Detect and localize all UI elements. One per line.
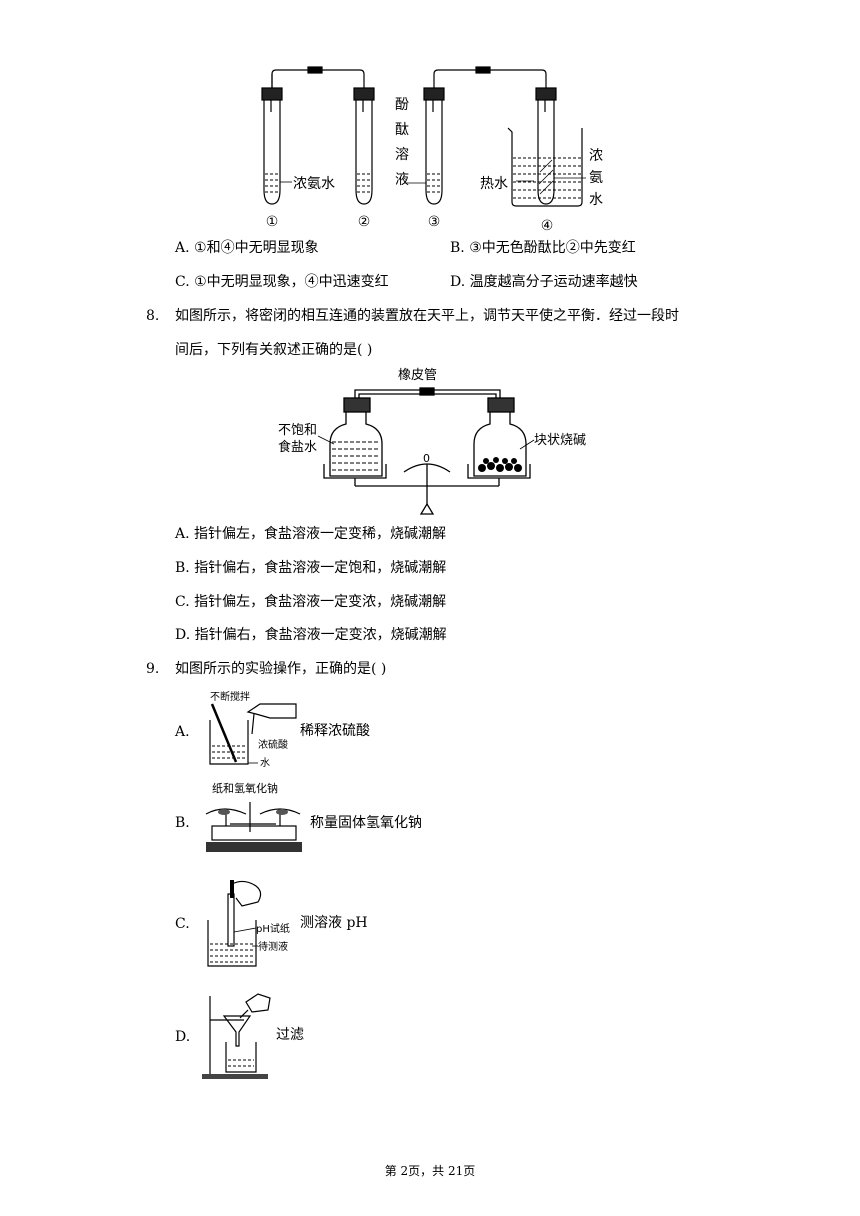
option-text: ①中无明显现象，④中迅速变红 [194,274,389,290]
q8-figure: 橡皮管 0 不饱和 食盐水 块状烧碱 [278,368,586,515]
q8-right-label: 块状烧碱 [534,433,586,448]
q8-left-label-1: 不饱和 [278,423,317,438]
option-letter: C. [175,594,190,610]
option-text: 温度越高分子运动速率越快 [469,274,638,290]
q8-option-c[interactable]: C. 指针偏左，食盐溶液一定变浓，烧碱潮解 [175,592,446,612]
option-text: ①和④中无明显现象 [194,240,319,256]
q9-option-a-text[interactable]: 稀释浓硫酸 [300,723,370,739]
q7-hot-water-label: 热水 [480,176,508,192]
q9-option-c-figure: pH试纸 待测液 [207,880,290,967]
option-letter: B. [175,560,190,576]
q9-option-d-letter[interactable]: D. [175,1029,191,1045]
q9-option-c-text[interactable]: 测溶液 pH [300,915,368,931]
q9-option-b-text[interactable]: 称量固体氢氧化钠 [310,815,422,831]
option-letter: A. [175,526,190,542]
q7-conc-ammonia-vertical-label: 浓 氨 水 [589,148,603,208]
q7-phenol-char-4: 液 [395,172,409,188]
q7-tube-label-1: ① [266,214,279,230]
q9-a-label-stir: 不断搅拌 [210,690,250,703]
q8-option-a[interactable]: A. 指针偏左，食盐溶液一定变稀，烧碱潮解 [175,524,446,544]
q7-phenol-char-2: 酞 [395,122,409,138]
q8-stem-line-1: 如图所示，将密闭的相互连通的装置放在天平上，调节天平使之平衡．经过一段时 [175,308,679,324]
q9-a-label-acid: 浓硫酸 [258,738,288,751]
q7-conc-ammonia-label: 浓氨水 [293,176,335,192]
q7-ammonia-v-char-3: 水 [589,192,603,208]
option-letter: D. [175,627,191,643]
q8-zero-mark: 0 [423,452,430,465]
page-footer: 第 2页，共 21页 [384,1164,476,1178]
q9-option-a-figure: 不断搅拌 浓硫酸 水 [209,690,297,769]
q9-number: 9. [146,661,160,677]
q7-option-b[interactable]: B. ③中无色酚酞比②中先变红 [450,238,636,258]
q9-option-b-letter[interactable]: B. [175,815,190,831]
q7-tube-label-2: ② [358,214,371,230]
q7-phenol-char-3: 溶 [395,147,409,163]
q7-figure: 浓氨水 酚 酞 溶 液 热水 浓 氨 水 ① ② ③ ④ [261,66,603,234]
option-letter: B. [450,240,465,256]
q9-c-label-ph-paper: pH试纸 [256,922,290,935]
q8-option-b[interactable]: B. 指针偏右，食盐溶液一定饱和，烧碱潮解 [175,558,446,578]
q9-option-a-letter[interactable]: A. [175,724,190,740]
q8-number: 8. [146,308,160,324]
q9-option-b-figure: 纸和氢氧化钠 [205,781,302,852]
q7-phenolphthalein-label: 酚 酞 溶 液 [395,97,409,188]
q7-ammonia-v-char-1: 浓 [589,148,603,164]
q8-option-d[interactable]: D. 指针偏右，食盐溶液一定变浓，烧碱潮解 [175,625,447,645]
q9-c-label-test-solution: 待测液 [258,940,288,953]
option-letter: D. [450,274,466,290]
q7-tube-label-3: ③ [428,214,441,230]
q8-stem-line-2: 间后，下列有关叙述正确的是( ) [175,342,373,358]
q9-option-d-text[interactable]: 过滤 [276,1027,304,1043]
option-text: 指针偏左，食盐溶液一定变浓，烧碱潮解 [194,594,447,610]
q7-tube-label-4: ④ [541,218,554,234]
option-text: ③中无色酚酞比②中先变红 [469,240,636,256]
q9-option-d-figure [202,993,271,1079]
option-text: 指针偏右，食盐溶液一定变浓，烧碱潮解 [194,627,447,643]
q9-stem: 如图所示的实验操作，正确的是( ) [175,661,387,677]
q7-option-c[interactable]: C. ①中无明显现象，④中迅速变红 [175,272,389,292]
q9-a-label-water: 水 [260,757,270,769]
q7-ammonia-v-char-2: 氨 [589,170,603,186]
option-letter: C. [175,274,190,290]
q9-option-c-letter[interactable]: C. [175,916,190,932]
q7-phenol-char-1: 酚 [395,97,409,113]
option-text: 指针偏右，食盐溶液一定饱和，烧碱潮解 [194,560,447,576]
q7-option-d[interactable]: D. 温度越高分子运动速率越快 [450,272,638,292]
option-letter: A. [175,240,190,256]
q9-b-label-paper: 纸和氢氧化钠 [212,781,278,795]
q7-option-a[interactable]: A. ①和④中无明显现象 [175,238,319,258]
q8-rubber-tube-label: 橡皮管 [398,368,437,383]
option-text: 指针偏左，食盐溶液一定变稀，烧碱潮解 [194,526,447,542]
q8-left-label-2: 食盐水 [278,439,317,455]
